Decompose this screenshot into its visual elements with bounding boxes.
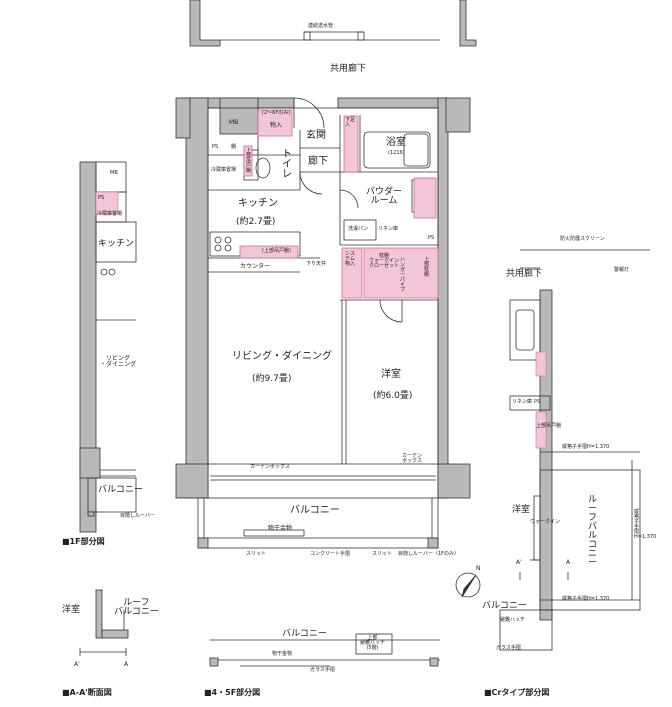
aa-roof-balcony-label: ルーフ バルコニー <box>114 598 159 617</box>
cr-ps-label: PS <box>534 399 541 405</box>
bedroom-label: 洋室 <box>381 369 401 380</box>
washer-label: 洗濯パン <box>348 226 369 232</box>
cr-rail-bottom-label: 縦格子手摺H=1,370 <box>562 596 610 602</box>
cr-balcony-label: バルコニー <box>482 601 527 611</box>
system-storage-label: システム物入 <box>345 251 356 267</box>
curtain-box-label: カーテンボックス <box>250 464 290 470</box>
cr-a-prime-label: A' <box>516 559 522 566</box>
ff-kitchen-label: キッチン <box>98 239 135 249</box>
slit-label: スリット <box>246 551 267 557</box>
ldk-label: リビング・ダイニング <box>232 351 332 362</box>
shelf-label: 棚 <box>231 144 237 150</box>
cr-light-label: 警報灯 <box>614 267 630 273</box>
bedroom-size-label: (約6.0畳) <box>373 391 413 401</box>
toilet-label: トイレ <box>282 149 292 180</box>
ps-kitchen-label: PS <box>212 144 219 150</box>
concrete-rail-label: コンクリート手摺 <box>310 551 351 557</box>
aa-caption: ■A-A'断面図 <box>62 688 112 697</box>
cr-caption: ■Crタイプ部分図 <box>484 688 550 697</box>
balcony-label: バルコニー <box>290 505 340 516</box>
ff-caption: ■1F部分図 <box>62 537 105 546</box>
drying-hardware-label: 物干金物 <box>268 525 293 532</box>
cr-type-drawing <box>499 249 650 651</box>
section-aa-drawing <box>79 589 129 656</box>
upper-storage-label: 上部吊戸棚 <box>246 148 252 174</box>
ff-ps-label: PS <box>98 195 105 201</box>
cr-screen-label: 防火防煙スクリーン <box>560 236 605 242</box>
floor-45-drawing <box>209 633 440 667</box>
cr-rail-top-label: 縦格子手摺H=1,370 <box>562 444 610 450</box>
ff-fridge-label: 冷蔵庫置場 <box>97 211 123 217</box>
mb-label: MB <box>229 119 239 126</box>
kitchen-size-label: (約2.7畳) <box>236 217 276 227</box>
first-floor-storage <box>95 191 119 215</box>
hallway-label: 廊下 <box>308 156 328 167</box>
kitchen-label: キッチン <box>238 198 278 209</box>
curtain-box2-label: カーテン ボックス <box>402 453 423 464</box>
cr-bedroom-label: 洋室 <box>512 505 531 515</box>
ps-label: PS <box>428 235 435 241</box>
powder-room-label: パウダー ルーム <box>366 187 403 206</box>
cr-type-storage-upper <box>535 351 547 377</box>
entrance-label: 玄関 <box>306 130 326 141</box>
shoe-storage-label: 下足入 <box>345 117 356 128</box>
louver-label: 目隠しルーバー（1Fのみ） <box>398 551 460 557</box>
ldk-size-label: (約9.7畳) <box>252 374 292 384</box>
hanger-label: ハンガーパイプ <box>400 257 406 293</box>
ff-mb-label: MB <box>110 170 118 176</box>
cr-a-label: A <box>566 559 571 566</box>
cr-upper-storage-label: 上部吊戸棚 <box>536 423 562 429</box>
corridor-label: 共用廊下 <box>330 64 367 74</box>
first-floor-drawing <box>79 161 137 533</box>
cr-storage-label: ウォークイン <box>530 519 561 525</box>
f45-glass-rail-label: ガラス手摺 <box>310 667 335 673</box>
f45-balcony-label: バルコニー <box>282 629 327 639</box>
pipe-space-label: 連結送水管 <box>308 23 334 29</box>
upper-storage2-label: (上部吊戸棚) <box>262 248 291 254</box>
f45-hatch-label: 上部 避難ハッチ (5階) <box>360 635 386 651</box>
cr-hatch-label: 避難ハッチ <box>500 617 526 623</box>
cr-rail-side-label: 縦格子手摺H=1,370 <box>634 509 657 540</box>
bath-size-label: (1216) <box>388 150 405 156</box>
ff-ldk-label: リビング ・ダイニング <box>100 355 137 368</box>
cr-corridor-label: 共用廊下 <box>506 269 543 279</box>
drop-ceiling-label: 下り天井 <box>306 261 327 267</box>
floors-note-label: (2～6Fのみ) <box>262 110 291 116</box>
ff-balcony-label: バルコニー <box>98 485 143 495</box>
main-plan-storage <box>239 109 439 299</box>
cr-type-storage-lower <box>535 411 547 449</box>
counter-label: カウンター <box>240 263 271 270</box>
aa-a-prime-label: A' <box>74 661 80 668</box>
compass-icon <box>455 572 481 598</box>
cr-linen-label: リネン庫 <box>512 399 533 405</box>
f45-drying-label: 物干金物 <box>272 651 293 657</box>
walk-in-label: 枕棚 ウォークイン クローゼット <box>369 253 400 269</box>
main-plan-walls <box>175 0 477 499</box>
main-plan-lines <box>197 31 440 549</box>
f45-caption: ■4・5F部分図 <box>204 688 261 697</box>
bath-label: 浴室 <box>386 137 406 148</box>
entrance-storage-label: 物入 <box>270 122 283 129</box>
slit2-label: スリット <box>372 551 393 557</box>
cr-roof-balcony-label: ルーフバルコニー <box>588 495 598 568</box>
aa-a-label: A <box>124 661 129 668</box>
linen-label: リネン庫 <box>378 226 399 232</box>
compass-label: N <box>476 565 481 572</box>
aa-room-label: 洋室 <box>62 605 81 615</box>
fridge-label: 冷蔵庫置場 <box>211 167 237 173</box>
cr-glass-rail-label: ガラス手摺 <box>496 645 521 651</box>
upper-cabinet-label: 上部枕棚 <box>424 257 430 278</box>
ff-louver-label: 目隠しルーバー <box>120 513 155 519</box>
